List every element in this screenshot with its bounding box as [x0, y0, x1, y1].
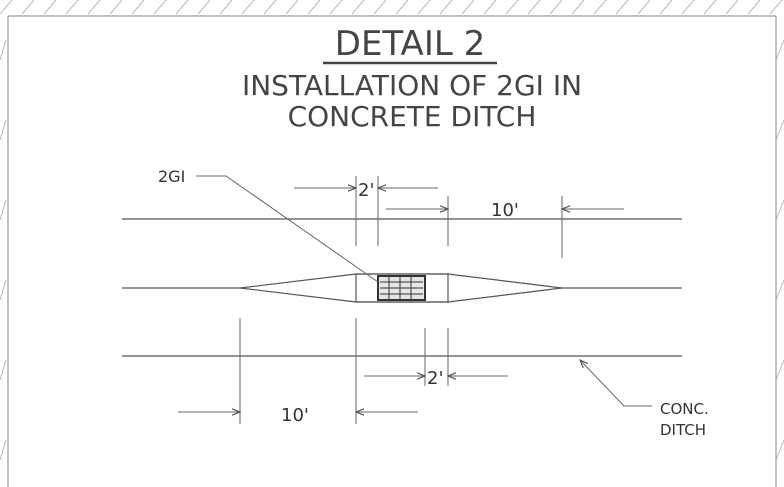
svg-text:10': 10' [281, 405, 309, 426]
dim-top-large: 10' [386, 196, 624, 258]
grate [377, 275, 426, 301]
dim-bottom-small: 2' [364, 328, 508, 389]
ditch-callout: CONC. DITCH [580, 360, 709, 439]
ditch-label-line-2: DITCH [660, 421, 706, 439]
subtitle-line-2: CONCRETE DITCH [288, 100, 537, 133]
inlet-label: 2GI [158, 167, 185, 186]
ditch-label-line-1: CONC. [660, 400, 709, 418]
subtitle-line-1: INSTALLATION OF 2GI IN [242, 69, 582, 102]
inlet-box [355, 273, 449, 303]
svg-text:2': 2' [427, 368, 443, 389]
svg-text:2': 2' [358, 180, 374, 201]
dim-top-small: 2' [294, 176, 438, 246]
inlet-leader [196, 175, 379, 283]
dim-bottom-large: 10' [178, 318, 418, 426]
svg-text:10': 10' [491, 200, 519, 221]
detail-heading: DETAIL 2 [335, 24, 485, 64]
